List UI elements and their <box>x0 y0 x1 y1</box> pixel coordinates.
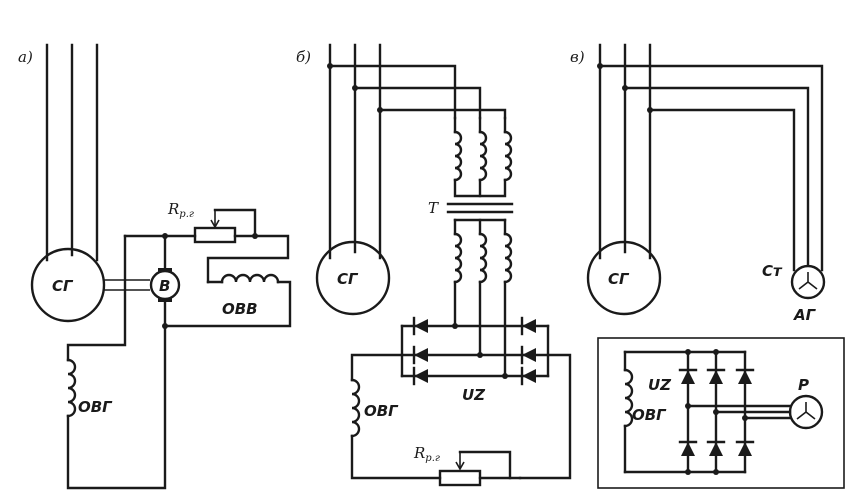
panel-b-field-winding-label: ОВГ <box>364 402 399 420</box>
panel-c-rotor-box <box>597 337 845 489</box>
panel-c-diode-down-2 <box>706 440 726 456</box>
panel-b-rheostat-label: Rр.г <box>413 444 440 464</box>
panel-c-diode-down-3 <box>735 440 755 456</box>
panel-b-field-winding: ОВГ <box>350 378 442 480</box>
panel-b-rectifier: UZ <box>400 316 550 404</box>
panel-a-generator: СГ <box>30 247 106 323</box>
panel-c-rectifier-label: UZ <box>648 376 672 394</box>
panel-c-diode-down-1 <box>678 440 698 456</box>
panel-b: б) СГ <box>296 43 572 487</box>
panel-c-diode-up-1 <box>678 368 698 384</box>
panel-c-aux-generator-label: АГ <box>793 306 817 324</box>
panel-b-diode-left-1 <box>412 316 428 336</box>
panel-a-label: а) <box>18 48 33 66</box>
panel-a-exciter-winding-label: ОВВ <box>222 300 258 318</box>
panel-c-aux-generator: Ст АГ <box>762 262 826 324</box>
panel-a-phase-leads <box>45 43 99 262</box>
panel-b-generator: СГ <box>315 240 391 316</box>
panel-b-transformer-secondary <box>453 218 513 378</box>
panel-b-rheostat: Rр.г <box>413 444 522 487</box>
panel-c: в) СГ Ст АГ <box>570 43 845 489</box>
panel-b-phase-leads <box>327 43 507 260</box>
panel-c-diode-up-2 <box>706 368 726 384</box>
panel-b-label: б) <box>296 48 311 66</box>
panel-a: а) СГ В <box>18 43 292 490</box>
panel-a-field-winding: ОВГ <box>66 324 167 490</box>
panel-a-rheostat-label: Rр.г <box>167 200 194 220</box>
panel-a-field-winding-label: ОВГ <box>78 398 113 416</box>
panel-c-label: в) <box>570 48 585 66</box>
panel-a-exciter: В <box>149 268 181 302</box>
panel-b-diode-right-1 <box>520 316 536 336</box>
panel-b-diode-right-3 <box>520 366 536 386</box>
panel-b-diode-left-3 <box>412 366 428 386</box>
panel-a-generator-label: СГ <box>52 277 74 295</box>
panel-c-generator: СГ <box>586 240 662 316</box>
panel-a-exciter-label: В <box>159 277 170 295</box>
panel-b-diode-left-2 <box>412 345 428 365</box>
panel-b-diode-right-2 <box>520 345 536 365</box>
panel-c-rectifier: UZ <box>623 349 792 475</box>
panel-a-exciter-winding: ОВВ <box>163 273 292 328</box>
panel-c-diode-up-3 <box>735 368 755 384</box>
panel-b-rectifier-label: UZ <box>462 386 486 404</box>
panel-b-generator-label: СГ <box>337 270 359 288</box>
panel-b-transformer-core: Т <box>428 199 514 217</box>
panel-b-transformer-label: Т <box>428 199 439 217</box>
panel-a-shaft <box>104 279 150 291</box>
panel-c-rotor-label: Р <box>798 376 809 394</box>
panel-b-transformer-primary <box>453 116 513 198</box>
panel-c-rotor: Р <box>788 376 824 430</box>
panel-c-phase-leads <box>597 43 824 272</box>
panel-c-field-winding-label: ОВГ <box>632 406 667 424</box>
panel-c-stator-label: Ст <box>762 262 783 280</box>
panel-c-generator-label: СГ <box>608 270 630 288</box>
panel-c-field-winding: ОВГ <box>623 350 667 474</box>
